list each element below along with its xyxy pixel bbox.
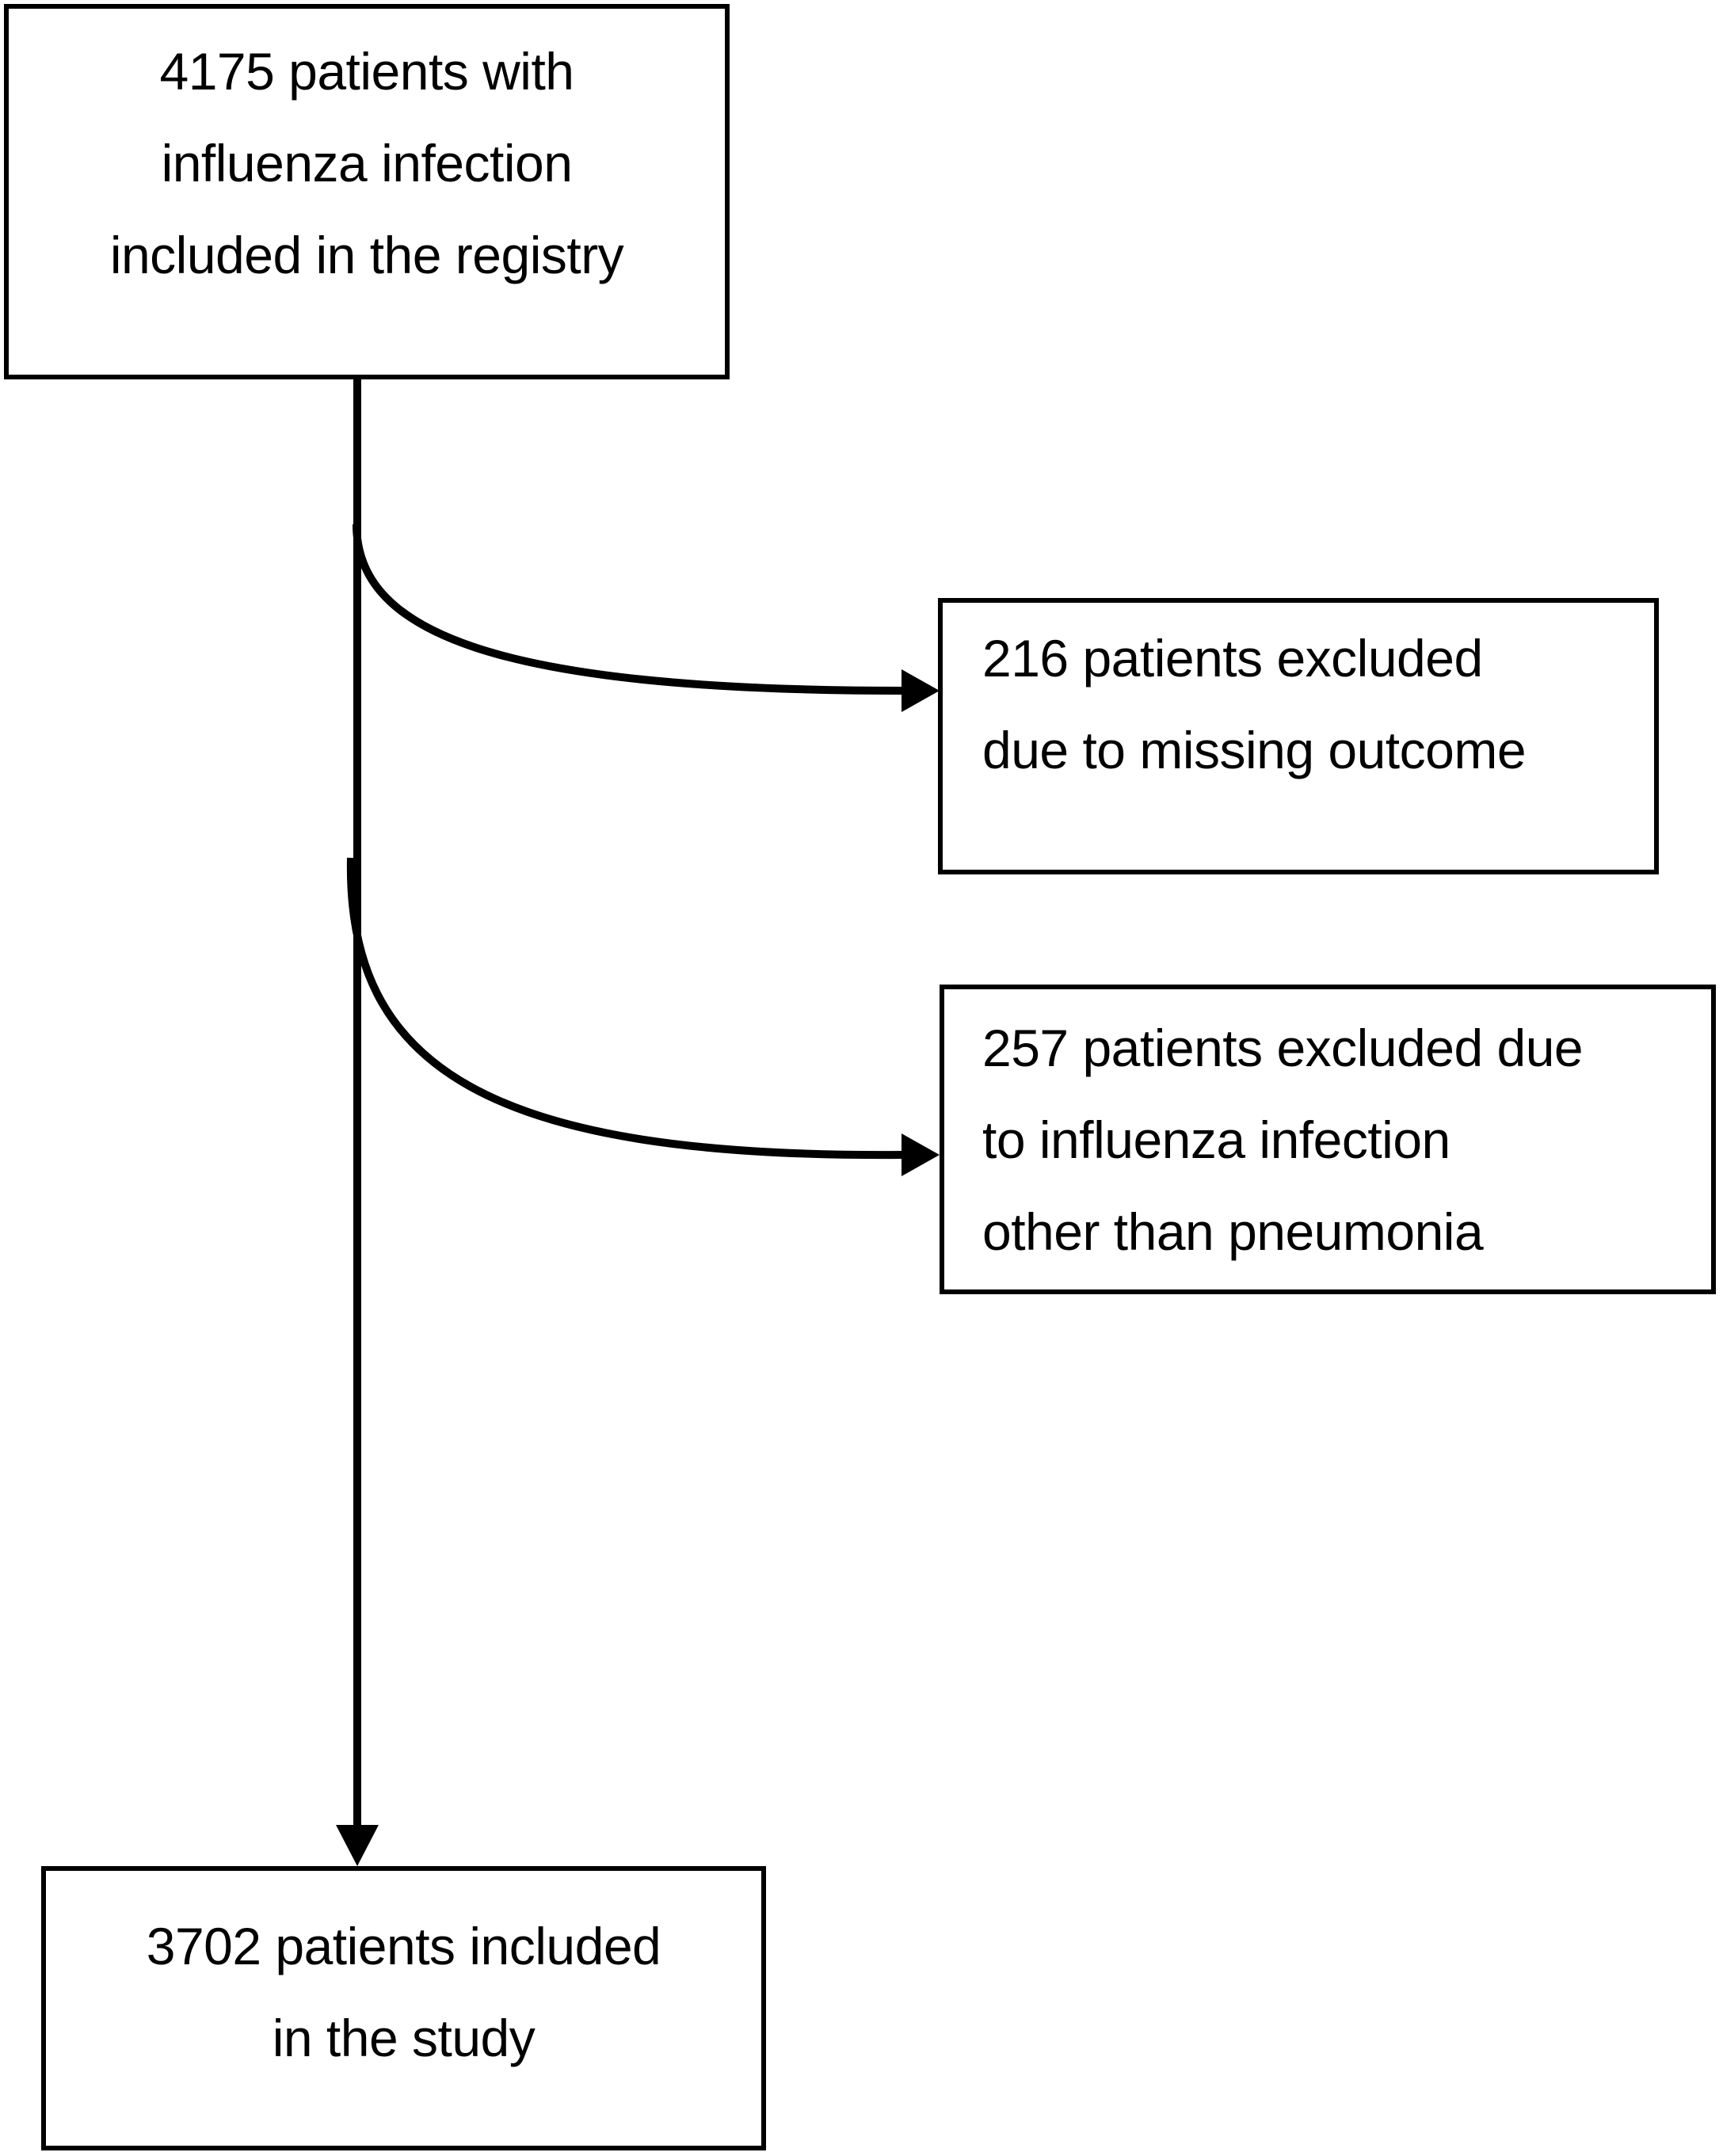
node-excluded-pneumonia-line-1: 257 patients excluded due	[982, 1018, 1584, 1077]
node-included-in-study: 3702 patients included in the study	[41, 1866, 766, 2150]
node-excluded-pneumonia-line-3: other than pneumonia	[982, 1202, 1484, 1261]
node-included-line-2: in the study	[272, 2008, 536, 2067]
node-registry-line-1: 4175 patients with	[159, 42, 574, 101]
branch-curve-pneumonia	[346, 857, 904, 1160]
node-included-line-1: 3702 patients included	[146, 1916, 661, 1975]
right-arrowhead-pneumonia-icon	[902, 1133, 940, 1176]
node-excluded-missing-outcome-line-2: due to missing outcome	[982, 720, 1527, 779]
node-excluded-other-than-pneumonia: 257 patients excluded due to influenza i…	[940, 985, 1716, 1294]
node-excluded-missing-outcome: 216 patients excluded due to missing out…	[938, 598, 1659, 874]
node-registry-line-3: included in the registry	[109, 226, 624, 284]
down-arrowhead-icon	[336, 1825, 379, 1866]
node-excluded-missing-outcome-line-1: 216 patients excluded	[982, 628, 1483, 688]
node-registry: 4175 patients with influenza infection i…	[4, 4, 730, 379]
node-registry-line-2: influenza infection	[161, 134, 573, 192]
node-excluded-pneumonia-line-2: to influenza infection	[982, 1110, 1450, 1169]
right-arrowhead-missing-outcome-icon	[902, 669, 940, 712]
branch-curve-missing-outcome	[353, 524, 904, 695]
